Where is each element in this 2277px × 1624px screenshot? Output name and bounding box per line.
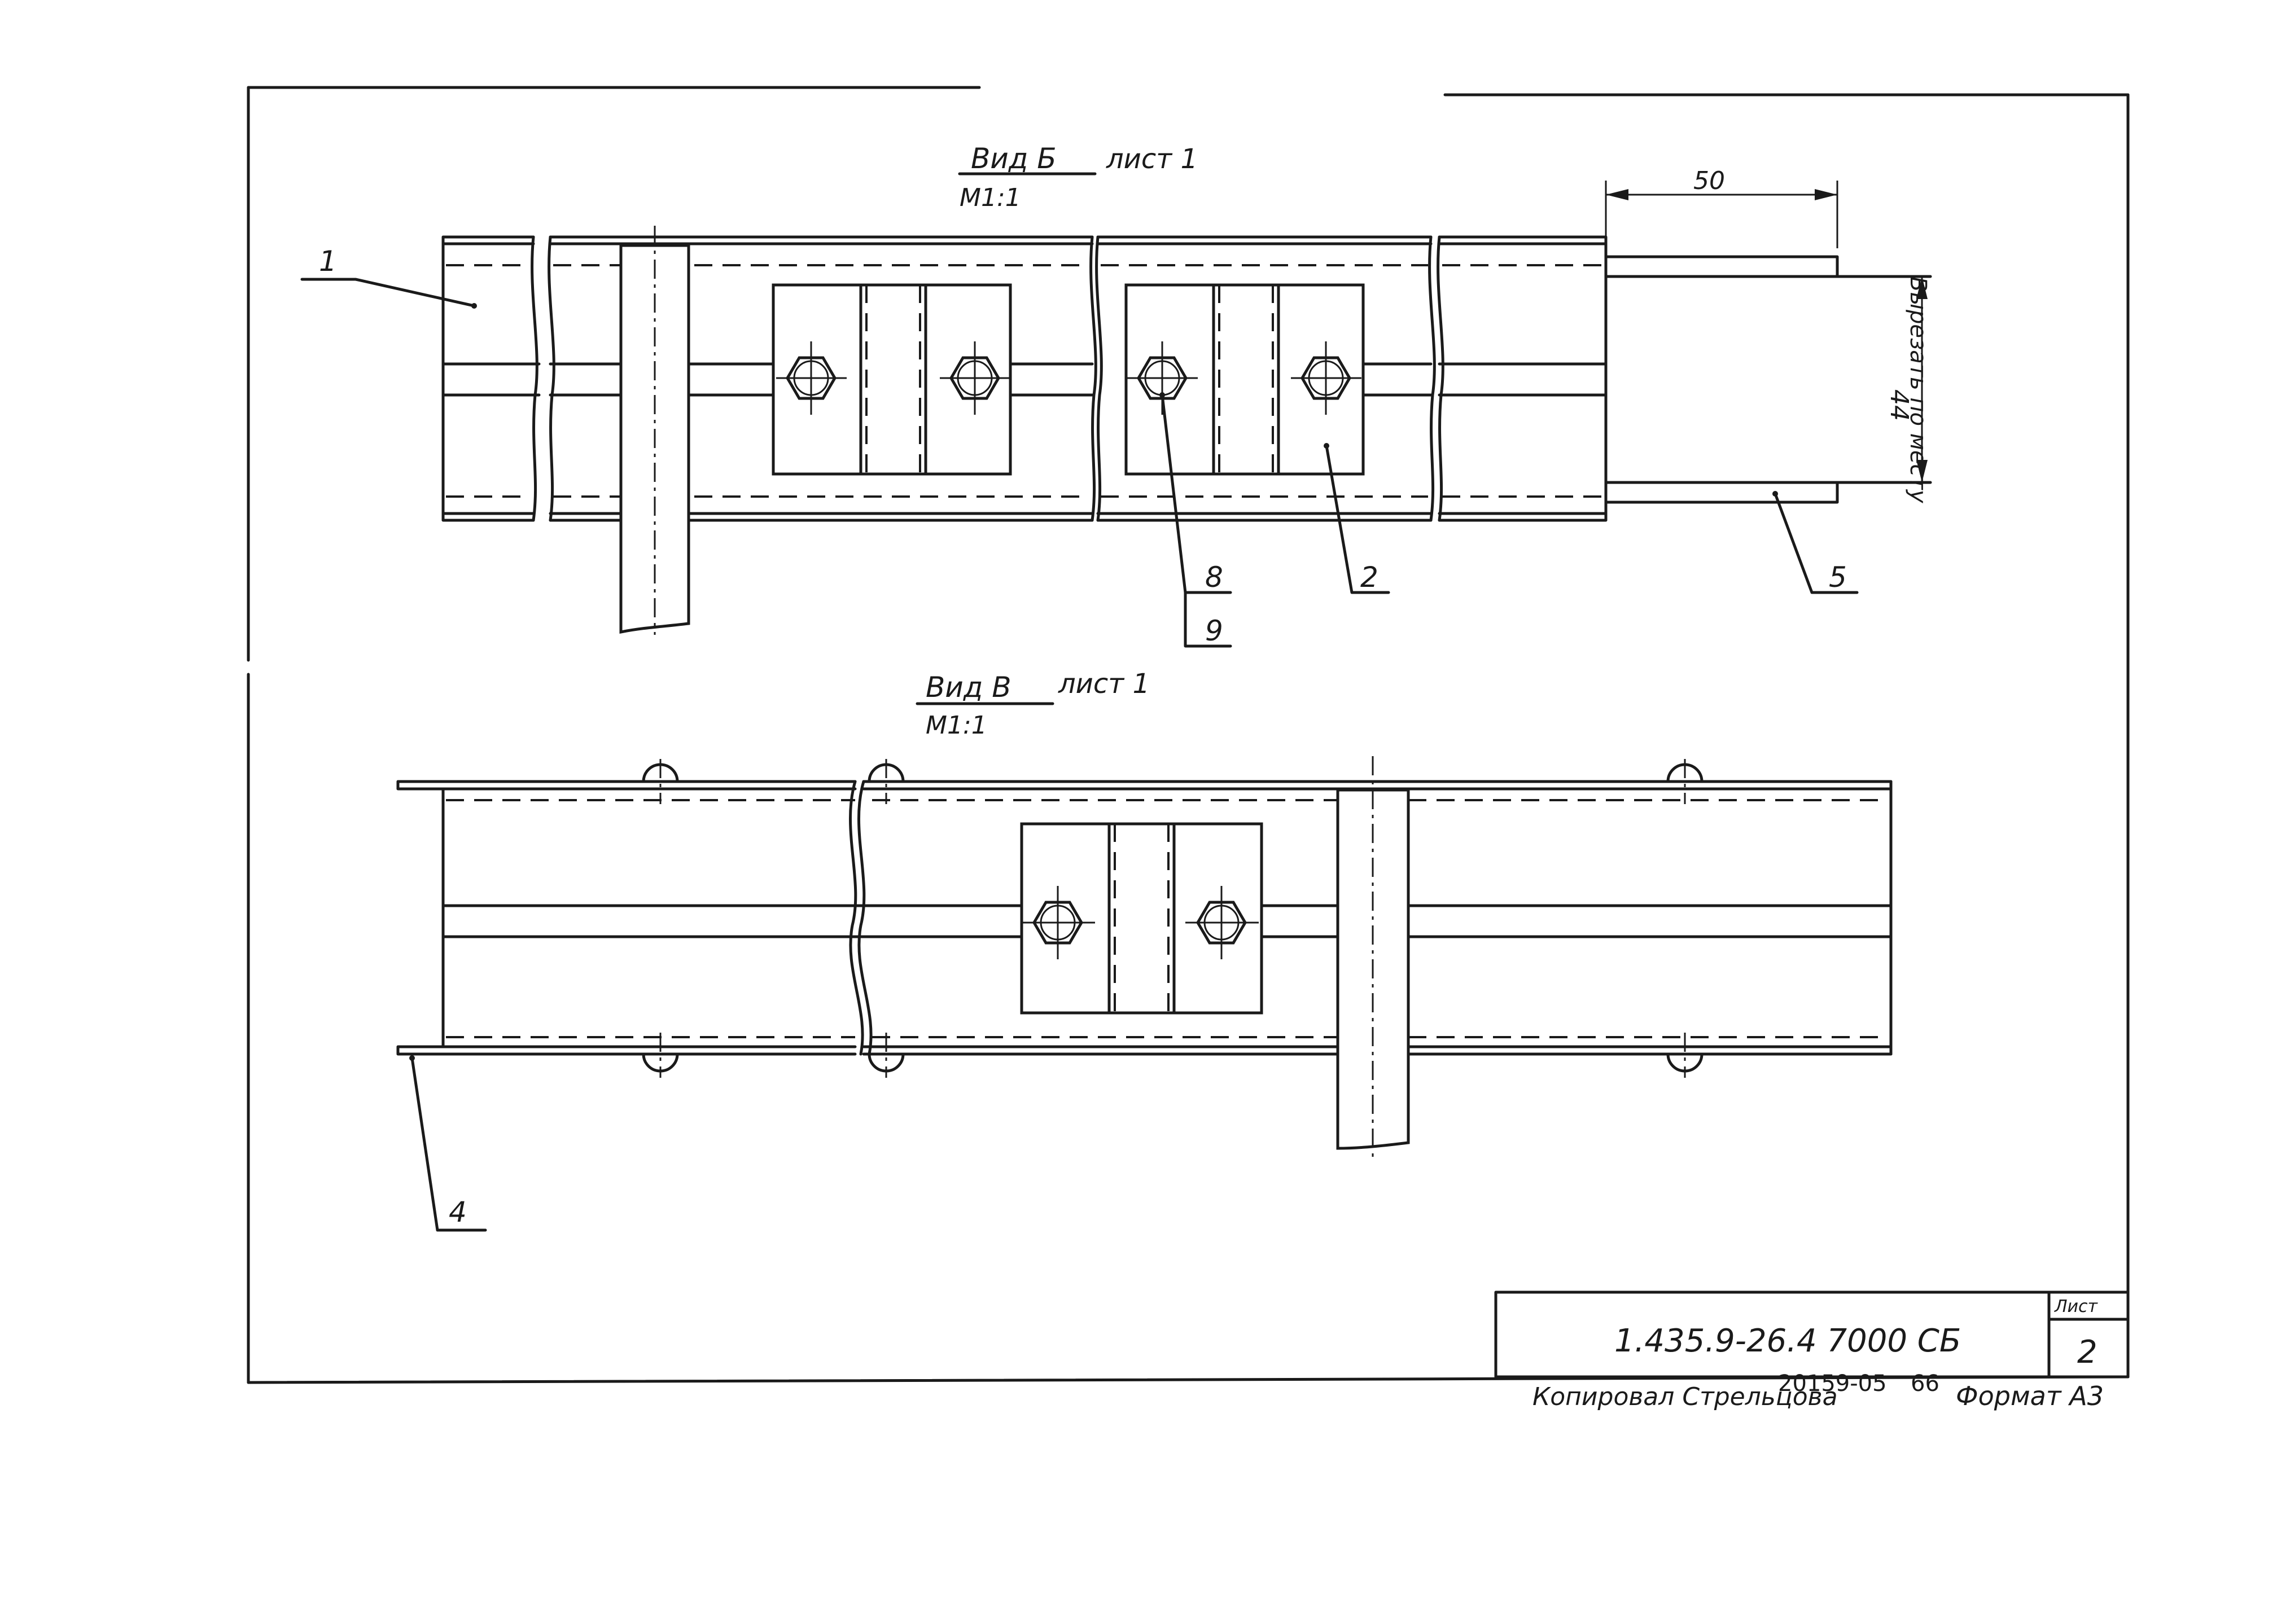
bolt-hex-icon xyxy=(1291,341,1361,415)
rivet-icon xyxy=(642,1033,679,1078)
callout-8-label: 8 xyxy=(1205,561,1223,594)
rivet-icon xyxy=(642,759,679,804)
view-b-channel-assembly xyxy=(441,226,1932,635)
view-v-scale: М1:1 xyxy=(926,711,987,740)
bolt-hex-icon xyxy=(1022,886,1095,959)
callout-5: 5 xyxy=(1772,491,1859,594)
stamp-number: 66 xyxy=(1911,1371,1939,1397)
order-number: 20159-05 xyxy=(1778,1371,1887,1397)
view-b-sheet-ref: лист 1 xyxy=(1106,143,1198,175)
callout-4: 4 xyxy=(409,1055,487,1232)
view-v-sheet-ref: лист 1 xyxy=(1058,668,1150,700)
sheet-number: 2 xyxy=(2077,1334,2098,1371)
view-v-channel-assembly xyxy=(396,756,1893,1160)
callout-5-label: 5 xyxy=(1829,561,1847,594)
view-b-title: Вид Б xyxy=(971,142,1057,175)
bolt-hex-icon xyxy=(1185,886,1259,959)
drawing-designation: 1.435.9-26.4 7000 СБ xyxy=(1614,1323,1961,1359)
sheet-label: Лист xyxy=(2054,1297,2099,1316)
dimension-cut-note: Вырезать по месту xyxy=(1905,276,1931,504)
dimension-width: 50 xyxy=(1605,166,1838,248)
dimension-height-value: 44 xyxy=(1885,389,1913,421)
callout-1-label: 1 xyxy=(319,245,337,278)
bolt-hex-icon xyxy=(940,341,1010,415)
title-block: 1.435.9-26.4 7000 СБ Лист 2 xyxy=(1494,1291,2130,1379)
callout-8-9: 8 9 xyxy=(1159,392,1232,648)
rivet-icon xyxy=(868,759,905,804)
dimension-width-value: 50 xyxy=(1693,166,1725,195)
callout-9-label: 9 xyxy=(1205,615,1223,647)
view-v-title: Вид В xyxy=(926,671,1011,704)
bolt-hex-icon xyxy=(776,341,847,415)
view-v-heading: Вид В лист 1 М1:1 xyxy=(916,668,1150,740)
callout-2-label: 2 xyxy=(1360,561,1378,594)
paper-format: Формат А3 xyxy=(1956,1381,2104,1411)
rivet-icon xyxy=(868,1033,905,1078)
view-b-scale: М1:1 xyxy=(960,183,1021,212)
rivet-icon xyxy=(1666,1033,1704,1078)
callout-1: 1 xyxy=(300,245,477,309)
rivet-icon xyxy=(1666,759,1704,804)
sheet-frame xyxy=(247,86,2130,1384)
footer-stamp: Копировал Стрельцова 20159-05 66 Формат … xyxy=(1532,1371,2104,1411)
view-b-heading: Вид Б лист 1 М1:1 xyxy=(958,142,1198,212)
dimension-height: 44 Вырезать по месту xyxy=(1885,276,1931,504)
callout-2: 2 xyxy=(1324,443,1390,594)
callout-4-label: 4 xyxy=(449,1196,467,1228)
copied-by: Копировал Стрельцова xyxy=(1532,1382,1838,1411)
